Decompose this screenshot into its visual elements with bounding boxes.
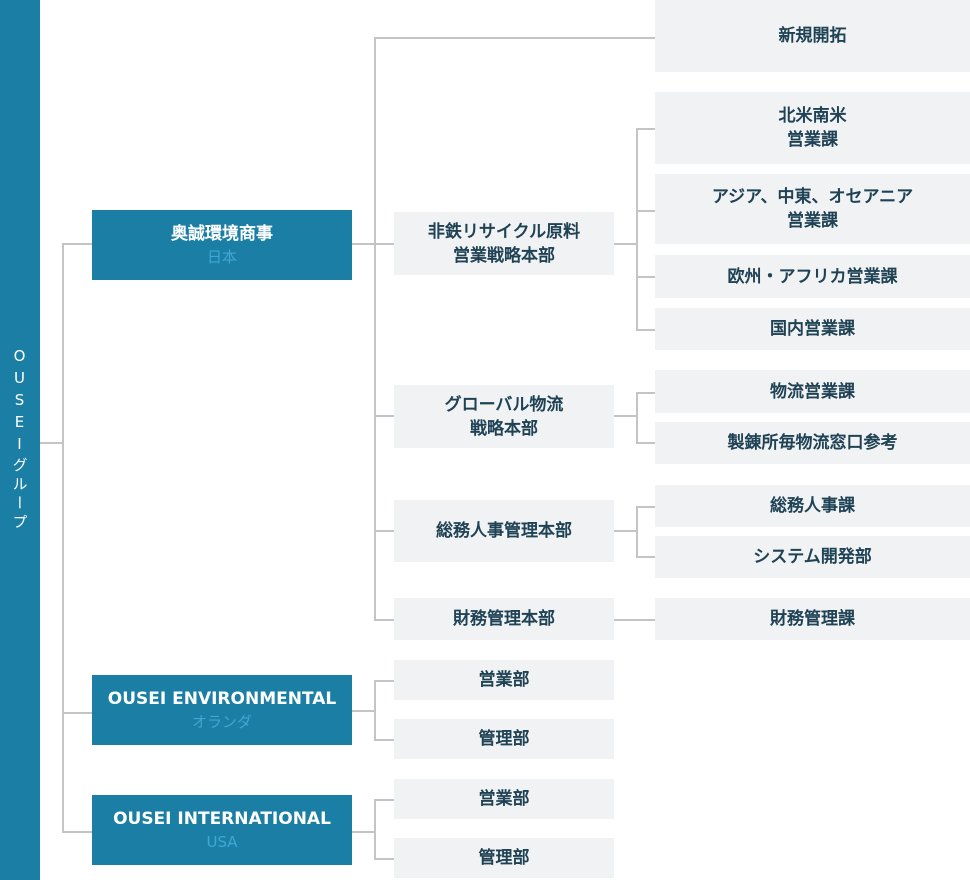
- division-label: 総務人事管理本部: [436, 521, 572, 541]
- company-box-ousei-environmental: OUSEI ENVIRONMENTAL オランダ: [92, 675, 352, 745]
- division-box: 管理部: [394, 719, 614, 759]
- connector: [374, 799, 394, 801]
- division-label: 管理部: [478, 848, 530, 868]
- connector: [636, 442, 655, 444]
- company-country: USA: [206, 833, 238, 851]
- company-box-ousei-kankyo: 奥誠環境商事 日本: [92, 210, 352, 280]
- division-box: 総務人事管理本部: [394, 500, 614, 562]
- section-box: 物流営業課: [655, 370, 970, 413]
- connector: [352, 831, 374, 833]
- company-country: オランダ: [191, 713, 252, 731]
- group-bar: OUSEIグループ: [0, 0, 40, 880]
- section-label: 北米南米 営業課: [778, 106, 847, 150]
- connector: [636, 128, 638, 330]
- connector: [374, 37, 376, 620]
- connector: [62, 243, 92, 245]
- division-label: 新規開拓: [778, 26, 847, 46]
- division-label: 財務管理本部: [453, 609, 555, 629]
- group-label: OUSEIグループ: [10, 347, 29, 533]
- section-box: 欧州・アフリカ営業課: [655, 255, 970, 298]
- connector: [374, 415, 394, 417]
- connector: [614, 415, 636, 417]
- division-box: 新規開拓: [655, 0, 970, 72]
- division-box: 営業部: [394, 779, 614, 819]
- company-country: 日本: [206, 248, 237, 266]
- connector: [62, 243, 64, 832]
- division-label: グローバル物流 戦略本部: [444, 394, 564, 439]
- company-name: OUSEI ENVIRONMENTAL: [107, 689, 337, 709]
- connector: [614, 243, 636, 245]
- connector: [374, 530, 394, 532]
- connector: [636, 276, 655, 278]
- division-box: 営業部: [394, 660, 614, 700]
- division-box: 非鉄リサイクル原料 営業戦略本部: [394, 212, 614, 275]
- section-box: システム開発部: [655, 536, 970, 578]
- section-box: 国内営業課: [655, 308, 970, 350]
- connector: [62, 831, 92, 833]
- company-name: OUSEI INTERNATIONAL: [113, 809, 331, 829]
- connector: [614, 530, 636, 532]
- connector: [636, 506, 638, 557]
- connector: [636, 210, 655, 212]
- section-label: 総務人事課: [770, 496, 855, 516]
- section-box: 総務人事課: [655, 485, 970, 527]
- division-label: 営業部: [478, 789, 530, 809]
- division-label: 営業部: [478, 670, 530, 690]
- section-box: アジア、中東、オセアニア 営業課: [655, 174, 970, 244]
- section-box: 財務管理課: [655, 598, 970, 640]
- division-label: 非鉄リサイクル原料 営業戦略本部: [427, 221, 581, 266]
- connector: [374, 619, 394, 621]
- section-label: アジア、中東、オセアニア 営業課: [711, 187, 914, 231]
- connector: [62, 712, 92, 714]
- division-box: グローバル物流 戦略本部: [394, 385, 614, 448]
- connector: [636, 392, 638, 443]
- connector: [636, 556, 655, 558]
- connector: [636, 392, 655, 394]
- division-box: 財務管理本部: [394, 598, 614, 640]
- connector: [352, 710, 374, 712]
- connector: [352, 243, 374, 245]
- connector: [614, 619, 655, 621]
- section-box: 製錬所毎物流窓口参考: [655, 422, 970, 464]
- section-box: 北米南米 営業課: [655, 92, 970, 164]
- section-label: 財務管理課: [770, 609, 855, 629]
- section-label: 国内営業課: [770, 319, 855, 339]
- connector: [374, 680, 394, 682]
- connector: [374, 858, 394, 860]
- section-label: 物流営業課: [770, 381, 855, 402]
- division-box: 管理部: [394, 838, 614, 878]
- section-label: 製錬所毎物流窓口参考: [727, 433, 898, 453]
- company-box-ousei-international: OUSEI INTERNATIONAL USA: [92, 795, 352, 865]
- connector: [374, 739, 394, 741]
- connector: [374, 37, 655, 39]
- connector: [374, 680, 376, 740]
- connector: [40, 442, 62, 444]
- connector: [636, 506, 655, 508]
- connector: [374, 799, 376, 859]
- connector: [374, 243, 394, 245]
- division-label: 管理部: [478, 729, 530, 749]
- connector: [636, 128, 655, 130]
- section-label: システム開発部: [753, 547, 872, 567]
- company-name: 奥誠環境商事: [171, 224, 273, 244]
- section-label: 欧州・アフリカ営業課: [727, 266, 898, 287]
- connector: [636, 329, 655, 331]
